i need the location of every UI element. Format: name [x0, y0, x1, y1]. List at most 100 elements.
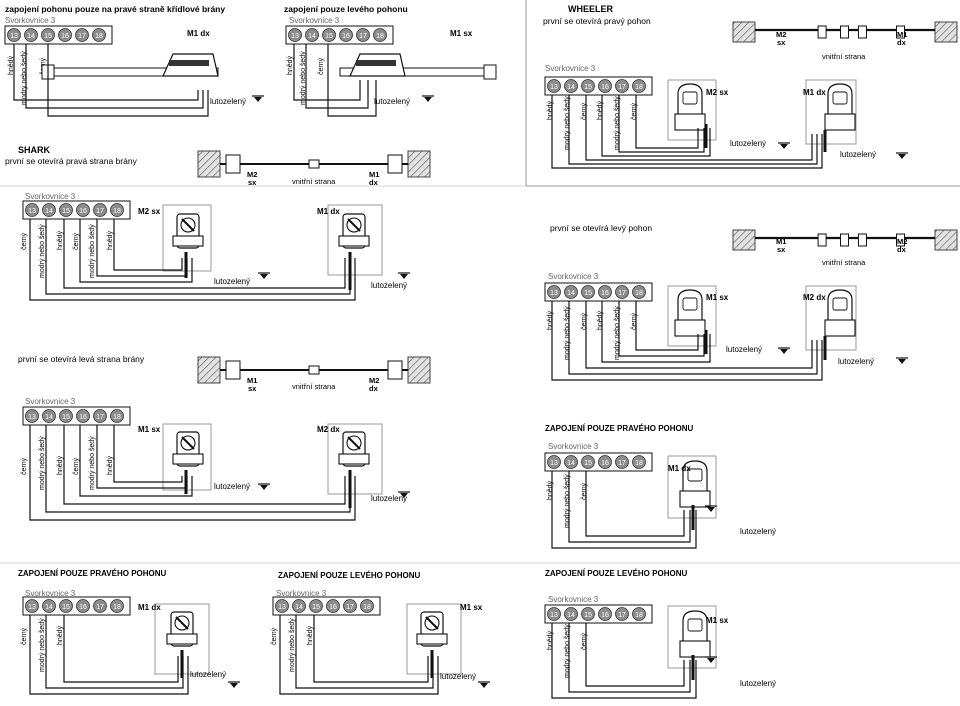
terminal-14 — [42, 409, 56, 423]
control-panel-outline — [406, 603, 462, 675]
terminal-number: 18 — [363, 604, 371, 611]
motor-base — [674, 319, 706, 337]
wire — [295, 615, 434, 689]
terminal-number: 13 — [291, 33, 299, 40]
terminal-number: 15 — [584, 290, 592, 297]
motor-label: M1 dx — [317, 207, 340, 216]
motor-plan — [840, 233, 850, 247]
terminal-14 — [564, 285, 578, 299]
title-wiring-left-only: ZAPOJENÍ POUZE LEVÉHO POHONU — [545, 569, 687, 578]
wire — [618, 301, 705, 357]
wire — [63, 219, 346, 289]
terminal-number: 17 — [96, 414, 104, 421]
ground-icon — [778, 142, 790, 149]
terminal-16 — [598, 285, 612, 299]
terminal-number: 13 — [550, 290, 558, 297]
control-panel-outline — [805, 79, 857, 145]
motor-label: M2 sx — [706, 88, 729, 97]
terminal-14 — [564, 79, 578, 93]
motor-arm — [425, 616, 439, 630]
gate-center-stop — [308, 365, 320, 375]
wire-color-label: černý — [73, 232, 80, 250]
wire-color-label: černý — [21, 457, 28, 475]
motor-base — [824, 319, 856, 337]
wire — [279, 615, 439, 695]
ground-icon — [258, 272, 270, 279]
wire-color-label: modrý nebo šedý — [564, 624, 571, 678]
plan-m2-label: M2 — [369, 376, 379, 385]
terminal-number: 17 — [618, 460, 626, 467]
wheeler-motor-icon — [679, 460, 711, 508]
wire — [551, 95, 823, 169]
wheeler-motor-icon — [679, 610, 711, 658]
ground-icon — [705, 505, 717, 512]
ground-arrow — [400, 274, 408, 279]
terminal-block-label: Svorkovnice 3 — [548, 595, 599, 604]
wire-color-label: modrý nebo šedý — [614, 96, 621, 150]
terminal-15 — [59, 203, 73, 217]
terminal-18 — [110, 599, 124, 613]
ground-icon — [705, 656, 717, 663]
gate-plan-view — [732, 229, 958, 251]
motor-plan — [896, 233, 906, 247]
wire-color-label: modrý nebo šedý — [39, 224, 46, 278]
subtitle-shark-right-first: první se otevírá pravá strana brány — [5, 156, 138, 166]
wire — [29, 615, 189, 695]
motor-base — [824, 113, 856, 131]
wall-pillar-right — [934, 229, 958, 251]
wire — [327, 44, 377, 117]
wire — [551, 623, 697, 699]
terminal-18 — [632, 607, 646, 621]
title-left-only: zapojení pouze levého pohonu — [284, 4, 408, 14]
plan-m1-label: M1 — [247, 376, 257, 385]
terminal-16 — [339, 28, 353, 42]
motor-cover — [687, 468, 703, 482]
wire — [113, 425, 183, 483]
earth-label: lutozelený — [371, 494, 407, 503]
wall-pillar-left — [732, 229, 756, 251]
wire — [113, 219, 183, 271]
terminal-number: 14 — [567, 84, 575, 91]
plan-m1-label: M1 — [897, 30, 907, 39]
terminal-number: 13 — [278, 604, 286, 611]
wire-color-label: modrý nebo šedý — [289, 618, 296, 672]
motor-cover — [832, 91, 848, 105]
wall-pillar-left — [197, 150, 221, 178]
terminal-block-label: Svorkovnice 3 — [276, 589, 327, 598]
terminal-number: 16 — [79, 604, 87, 611]
title-right-leaf-only: zapojení pohonu pouze na pravé straně kř… — [5, 4, 225, 14]
plan-sx-label: sx — [248, 384, 257, 393]
ground-arrow — [260, 274, 268, 279]
wire — [13, 44, 199, 101]
terminal-number: 16 — [601, 84, 609, 91]
terminal-block-label: Svorkovnice 3 — [25, 192, 76, 201]
motor-plan-left — [225, 360, 241, 380]
shark-motor-icon — [338, 213, 370, 249]
wire-color-label: modrý nebo šedý — [300, 51, 307, 105]
linear-actuator-icon — [41, 53, 219, 80]
motor-arm — [181, 218, 195, 232]
terminal-18 — [360, 599, 374, 613]
shark-motor-icon — [166, 611, 198, 647]
ground-arrow — [260, 485, 268, 490]
terminal-16 — [598, 607, 612, 621]
ground-icon — [228, 681, 240, 688]
terminal-number: 17 — [96, 604, 104, 611]
wire-color-label: modrý nebo šedý — [564, 474, 571, 528]
wire — [29, 219, 356, 301]
terminal-number: 13 — [10, 33, 18, 40]
terminal-number: 14 — [308, 33, 316, 40]
terminal-17 — [615, 79, 629, 93]
terminal-number: 18 — [635, 460, 643, 467]
shark-motor-icon — [172, 213, 204, 249]
control-panel-outline — [805, 285, 857, 351]
wall-pillar-right — [934, 21, 958, 43]
motor-base — [166, 633, 198, 645]
motor-cover — [682, 297, 698, 311]
terminal-14 — [564, 607, 578, 621]
motor-cover — [832, 297, 848, 311]
ground-arrow — [898, 359, 906, 364]
